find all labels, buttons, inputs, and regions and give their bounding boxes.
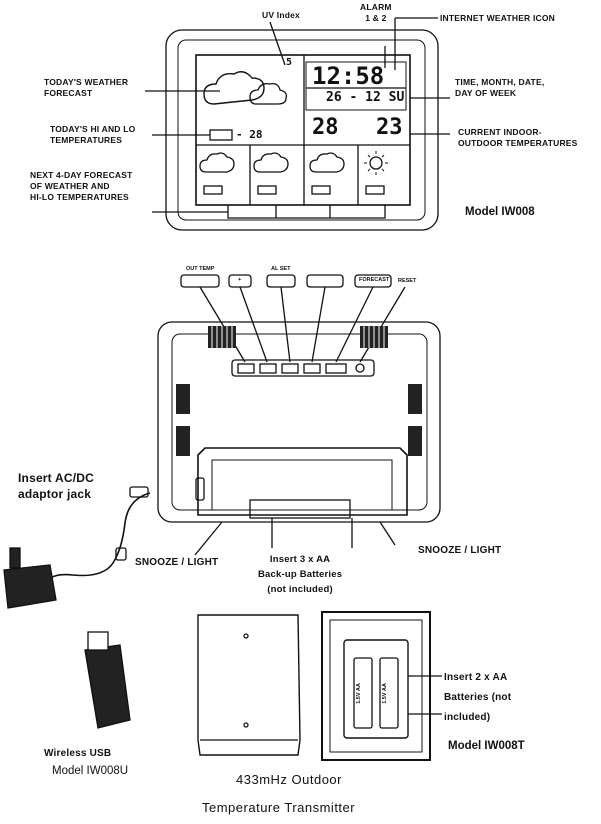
transmitter-batteries-label: Insert 2 x AA Batteries (not included)	[444, 672, 512, 723]
time-date-label: TIME, MONTH, DATE, DAY OF WEEK	[455, 77, 545, 98]
wireless-usb-label: Wireless USB	[44, 748, 112, 759]
cloud-icon	[253, 152, 289, 173]
adaptor-jack-label: Insert AC/DC adaptor jack	[18, 471, 94, 501]
alarm-label: ALARM 1 & 2	[360, 2, 392, 23]
model-iw008t: Model IW008T	[448, 740, 525, 752]
button-label-out-temp: OUT TEMP	[186, 266, 215, 272]
back-unit-outline	[157, 321, 441, 523]
lcd-outdoor-temp: 23	[376, 115, 403, 140]
cloud-icon	[309, 152, 345, 173]
battery-cell-label: 1.5V AA	[355, 683, 362, 704]
transmitter-back	[321, 611, 431, 761]
uv-index-label: UV Index	[262, 10, 300, 20]
lcd-time: 12:58	[312, 62, 385, 90]
model-iw008: Model IW008	[465, 206, 535, 218]
cloud-icon	[199, 152, 235, 173]
internet-weather-icon-label: INTERNET WEATHER ICON	[440, 13, 556, 23]
model-iw008u: Model IW008U	[52, 765, 129, 777]
todays-forecast-label: TODAY'S WEATHER FORECAST	[44, 77, 129, 98]
transmitter-caption-line1: 433mHz Outdoor	[236, 772, 342, 787]
cloud-icon	[249, 82, 288, 105]
lcd-uv-value: 5	[286, 57, 293, 68]
adaptor-plug	[129, 486, 149, 498]
lcd-hilo: - 28	[236, 128, 263, 141]
button-label-forecast: FORECAST	[359, 277, 390, 283]
cloud-icon	[203, 71, 265, 105]
button-label-al-set: AL SET	[271, 266, 291, 272]
indoor-outdoor-label: CURRENT INDOOR- OUTDOOR TEMPERATURES	[458, 127, 578, 148]
adaptor-cable	[47, 492, 151, 582]
lcd-screen	[195, 54, 411, 206]
hi-lo-label: TODAY'S HI AND LO TEMPERATURES	[50, 124, 136, 145]
backup-batteries-label: Insert 3 x AA Back-up Batteries (not inc…	[258, 554, 343, 595]
usb-dongle	[84, 644, 131, 729]
power-adaptor	[3, 564, 57, 609]
next-4day-label: NEXT 4-DAY FORECAST OF WEATHER AND HI-LO…	[30, 170, 133, 202]
battery-cell-label: 1.5V AA	[381, 683, 388, 704]
button-label-plus: +	[238, 277, 242, 283]
snooze-light-right: SNOOZE / LIGHT	[418, 545, 502, 556]
sun-icon	[369, 156, 383, 170]
front-unit-outline	[165, 29, 439, 231]
lcd-date: 26 - 12 SU	[326, 90, 405, 105]
transmitter-front	[197, 614, 301, 756]
transmitter-caption-line2: Temperature Transmitter	[202, 800, 356, 815]
button-label-reset: RESET	[398, 278, 417, 284]
snooze-light-left: SNOOZE / LIGHT	[135, 557, 219, 568]
lcd-indoor-temp: 28	[312, 115, 339, 140]
